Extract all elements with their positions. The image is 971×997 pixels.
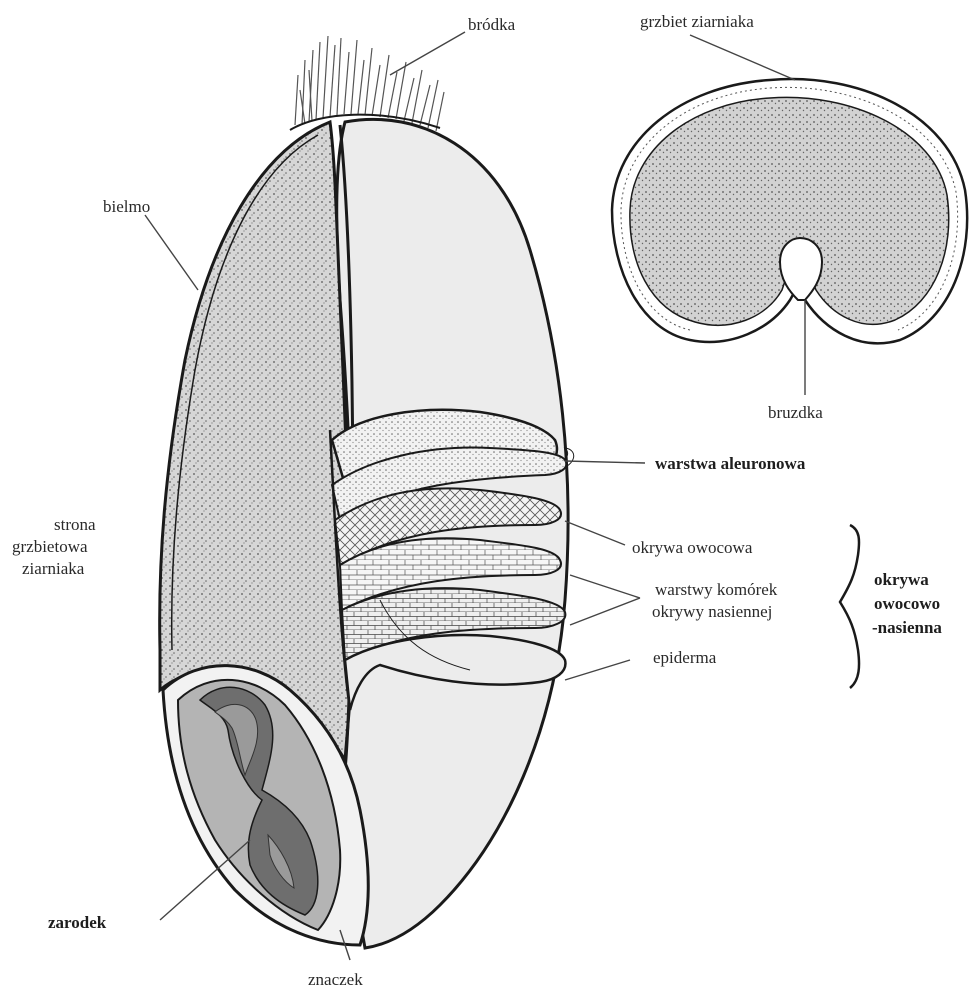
label-strona-1: strona bbox=[54, 515, 96, 534]
label-brodka: bródka bbox=[468, 15, 516, 34]
label-warstwa-aleuronowa: warstwa aleuronowa bbox=[655, 454, 806, 473]
seed-coat-layers bbox=[330, 410, 574, 710]
label-znaczek: znaczek bbox=[308, 970, 363, 989]
grain-longitudinal-section bbox=[160, 36, 574, 948]
label-okrywa-group-3: -nasienna bbox=[872, 618, 942, 637]
grain-cross-section bbox=[612, 79, 967, 343]
label-okrywa-group-1: okrywa bbox=[874, 570, 929, 589]
label-bruzdka: bruzdka bbox=[768, 403, 823, 422]
brush-hairs bbox=[295, 36, 444, 131]
label-strona-3: ziarniaka bbox=[22, 559, 85, 578]
label-okrywa-group-2: owocowo bbox=[874, 594, 940, 613]
label-strona-2: grzbietowa bbox=[12, 537, 88, 556]
label-grzbiet-ziarniaka: grzbiet ziarniaka bbox=[640, 12, 754, 31]
label-warstwy-komorek-2: okrywy nasiennej bbox=[652, 602, 772, 621]
label-bielmo: bielmo bbox=[103, 197, 150, 216]
label-epiderma: epiderma bbox=[653, 648, 717, 667]
brace bbox=[840, 525, 859, 688]
label-okrywa-owocowa: okrywa owocowa bbox=[632, 538, 753, 557]
label-zarodek: zarodek bbox=[48, 913, 107, 932]
label-warstwy-komorek-1: warstwy komórek bbox=[655, 580, 778, 599]
endosperm bbox=[160, 122, 351, 760]
